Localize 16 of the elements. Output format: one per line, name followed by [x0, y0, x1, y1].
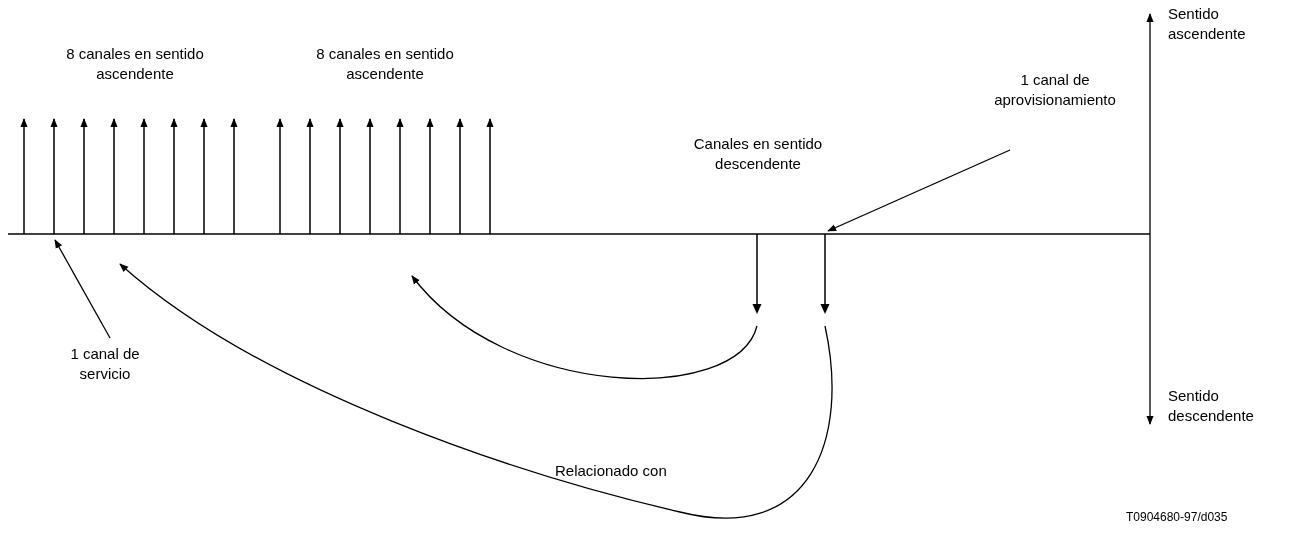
channel-label: Sentido ascendente: [1168, 4, 1247, 44]
leader-line: [54, 239, 111, 339]
channel-label: 8 canales en sentido ascendente: [315, 44, 455, 84]
direction-arrow: [1146, 13, 1154, 425]
channel-label: 8 canales en sentido ascendente: [65, 44, 205, 84]
channel-label: 1 canal de aprovisionamiento: [993, 70, 1117, 110]
downstream-channel-arrow: [818, 234, 832, 314]
channel-label: Sentido descendente: [1168, 386, 1255, 426]
curved-arrow: [411, 275, 758, 380]
channel-label: 1 canal de servicio: [69, 344, 141, 384]
curved-arrow: [119, 263, 833, 519]
relation-label: Relacionado con: [555, 461, 667, 481]
downstream-channel-arrow: [750, 234, 764, 314]
figure-id-label: T0904680-97/d035: [1126, 509, 1228, 526]
leader-line: [827, 149, 1011, 232]
channel-label: Canales en sentido descendente: [692, 134, 824, 174]
